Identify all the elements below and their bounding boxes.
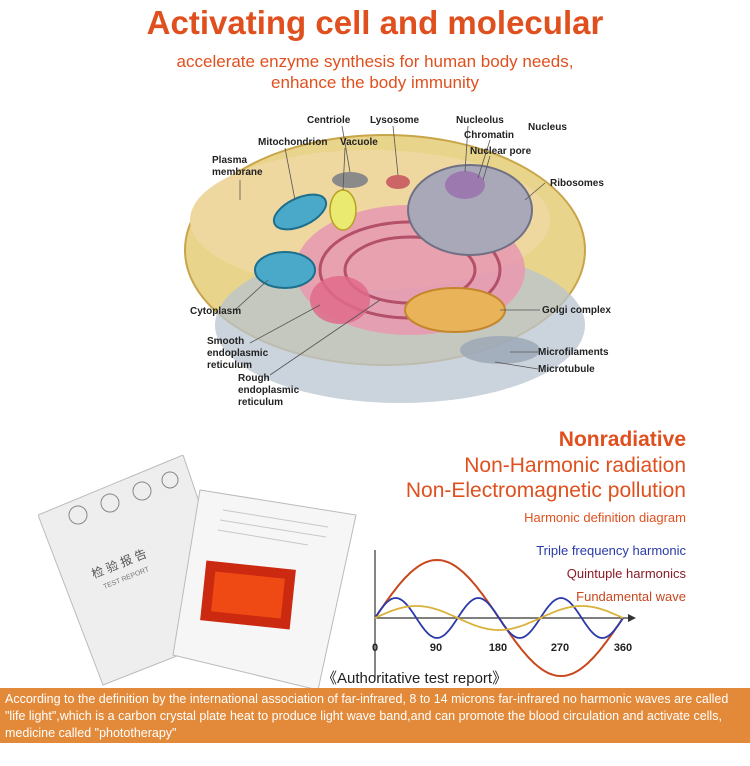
- label-ribosomes: Ribosomes: [550, 178, 604, 189]
- legend-quintuple: Quintuple harmonics: [566, 566, 686, 581]
- cell-diagram: [184, 125, 586, 403]
- label-centriole: Centriole: [307, 115, 351, 126]
- feature-non-harmonic: Non-Harmonic radiation: [464, 454, 686, 477]
- cert-seal-1: [68, 505, 88, 525]
- label-golgi: Golgi complex: [542, 305, 611, 316]
- page-title: Activating cell and molecular: [146, 4, 604, 41]
- label-rough-er-2: endoplasmic: [238, 385, 300, 396]
- test-report-documents: [38, 455, 357, 690]
- thermal-image-glow: [211, 571, 285, 619]
- footer-text: According to the definition by the inter…: [5, 692, 729, 740]
- triple-harmonic-wave: [374, 597, 624, 639]
- tick-label-270: 270: [551, 642, 569, 654]
- golgi-shape: [404, 287, 506, 333]
- smooth-er-shape: [310, 276, 370, 324]
- feature-non-em: Non-Electromagnetic pollution: [405, 479, 686, 502]
- legend-fundamental: Fundamental wave: [576, 589, 686, 604]
- cert-seal-3: [132, 481, 152, 501]
- centriole-shape: [332, 172, 368, 188]
- nucleolus-shape: [445, 171, 485, 199]
- quintuple-harmonic-wave: [374, 605, 624, 631]
- label-cytoplasm: Cytoplasm: [190, 306, 242, 317]
- label-microfilaments: Microfilaments: [538, 347, 609, 358]
- label-rough-er-1: Rough: [238, 373, 270, 384]
- report-text-lines: [217, 509, 329, 546]
- cert-seal-2: [100, 493, 120, 513]
- mitochondrion-shape-1: [272, 193, 328, 231]
- label-smooth-er-1: Smooth: [207, 336, 245, 347]
- lysosome-shape: [386, 175, 410, 189]
- label-chromatin: Chromatin: [464, 130, 514, 141]
- tick-label-90: 90: [430, 642, 442, 654]
- subtitle-line-2: enhance the body immunity: [271, 73, 479, 92]
- report-caption: 《Authoritative test report》: [322, 670, 508, 687]
- label-nucleolus: Nucleolus: [456, 115, 504, 126]
- label-smooth-er-2: endoplasmic: [207, 348, 269, 359]
- harmonic-chart: 0 90 180 270 360: [372, 550, 636, 680]
- tick-label-360: 360: [614, 642, 632, 654]
- label-nuclear-pore: Nuclear pore: [470, 146, 532, 157]
- leader-lines: [234, 125, 546, 376]
- legend-triple: Triple frequency harmonic: [536, 543, 686, 558]
- label-microtubule: Microtubule: [538, 364, 595, 375]
- feature-nonradiative: Nonradiative: [558, 428, 686, 451]
- harmonic-diagram-title: Harmonic definition diagram: [524, 510, 686, 525]
- nucleus-shape: [407, 164, 533, 256]
- cert-seal-4: [161, 471, 179, 489]
- label-plasma-2: membrane: [212, 167, 263, 178]
- label-rough-er-3: reticulum: [238, 397, 284, 408]
- label-plasma-1: Plasma: [212, 155, 248, 166]
- vacuole-shape: [329, 189, 357, 231]
- tick-label-180: 180: [489, 642, 507, 654]
- chart-x-arrow: [628, 614, 636, 622]
- label-smooth-er-3: reticulum: [207, 360, 253, 371]
- label-vacuole: Vacuole: [340, 137, 378, 148]
- label-lysosome: Lysosome: [370, 115, 420, 126]
- tick-label-0: 0: [372, 642, 378, 654]
- mitochondrion-shape-2: [254, 251, 316, 289]
- label-mitochondrion: Mitochondrion: [258, 137, 328, 148]
- footer-banner: [0, 688, 750, 743]
- cytoskeleton-shape: [460, 336, 540, 364]
- label-nucleus: Nucleus: [528, 122, 567, 133]
- subtitle-line-1: accelerate enzyme synthesis for human bo…: [176, 52, 574, 71]
